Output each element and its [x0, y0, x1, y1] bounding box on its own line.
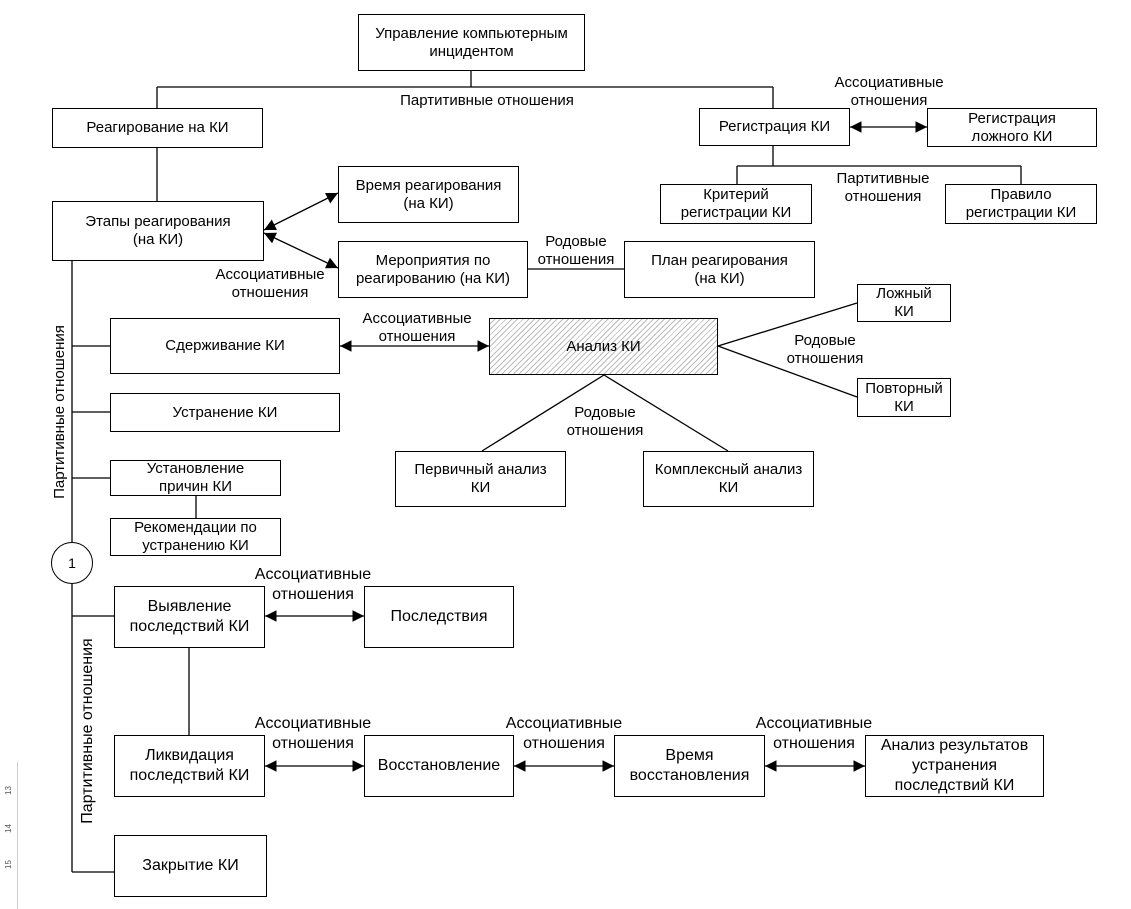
ruler-mark-13: 13 — [4, 786, 13, 795]
node-measures: Мероприятия по реагированию (на КИ) — [338, 241, 528, 298]
node-criterion: Критерий регистрации КИ — [660, 184, 812, 224]
node-recovery-time: Время восстановления — [614, 735, 765, 797]
label-assoc-recovery: Ассоциативные отношения — [505, 715, 623, 752]
node-recommendations: Рекомендации по устранению КИ — [110, 518, 281, 556]
node-analysis: Анализ КИ — [489, 318, 718, 375]
node-stages: Этапы реагирования (на КИ) — [52, 201, 264, 261]
node-recovery: Восстановление — [364, 735, 514, 797]
node-rule: Правило регистрации КИ — [945, 184, 1097, 224]
page-ruler: 15 14 13 — [0, 762, 18, 909]
ruler-mark-14: 14 — [4, 824, 13, 833]
label-partitive-vertical-lower: Партитивные отношения — [79, 638, 96, 824]
node-detect-consequences: Выявление последствий КИ — [114, 586, 265, 648]
ruler-mark-15: 15 — [4, 860, 13, 869]
node-containment: Сдерживание КИ — [110, 318, 340, 374]
node-root: Управление компьютерным инцидентом — [358, 14, 585, 71]
node-plan: План реагирования (на КИ) — [624, 241, 815, 298]
label-generic-analysis-bottom: Родовые отношения — [566, 404, 644, 439]
node-response: Реагирование на КИ — [52, 108, 263, 148]
label-assoc-stages: Ассоциативные отношения — [215, 266, 325, 301]
node-elimination: Устранение КИ — [110, 393, 340, 432]
node-primary-analysis: Первичный анализ КИ — [395, 451, 566, 507]
node-complex-analysis: Комплексный анализ КИ — [643, 451, 814, 507]
node-false-registration: Регистрация ложного КИ — [927, 108, 1097, 147]
label-assoc-consequences: Ассоциативные отношения — [254, 566, 372, 603]
label-generic-analysis-right: Родовые отношения — [786, 332, 864, 367]
label-assoc-recovery-time: Ассоциативные отношения — [755, 715, 873, 752]
label-partitive-vertical-upper: Партитивные отношения — [51, 325, 68, 499]
label-partitive-registration: Партитивные отношения — [836, 170, 930, 205]
label-partitive-top: Партитивные отношения — [400, 92, 574, 109]
node-repeat-ki: Повторный КИ — [857, 378, 951, 417]
node-closure: Закрытие КИ — [114, 835, 267, 897]
node-consequences: Последствия — [364, 586, 514, 648]
node-false-ki: Ложный КИ — [857, 284, 951, 322]
label-assoc-containment: Ассоциативные отношения — [362, 310, 472, 345]
connector-circle: 1 — [51, 542, 93, 584]
node-results-analysis: Анализ результатов устранения последстви… — [865, 735, 1044, 797]
label-assoc-registration: Ассоциативные отношения — [834, 74, 944, 109]
label-generic-measures: Родовые отношения — [537, 233, 615, 268]
node-liquidation: Ликвидация последствий КИ — [114, 735, 265, 797]
node-registration: Регистрация КИ — [699, 108, 850, 146]
node-causes: Установление причин КИ — [110, 460, 281, 496]
label-assoc-liquidation: Ассоциативные отношения — [254, 715, 372, 752]
node-response-time: Время реагирования (на КИ) — [338, 166, 519, 223]
